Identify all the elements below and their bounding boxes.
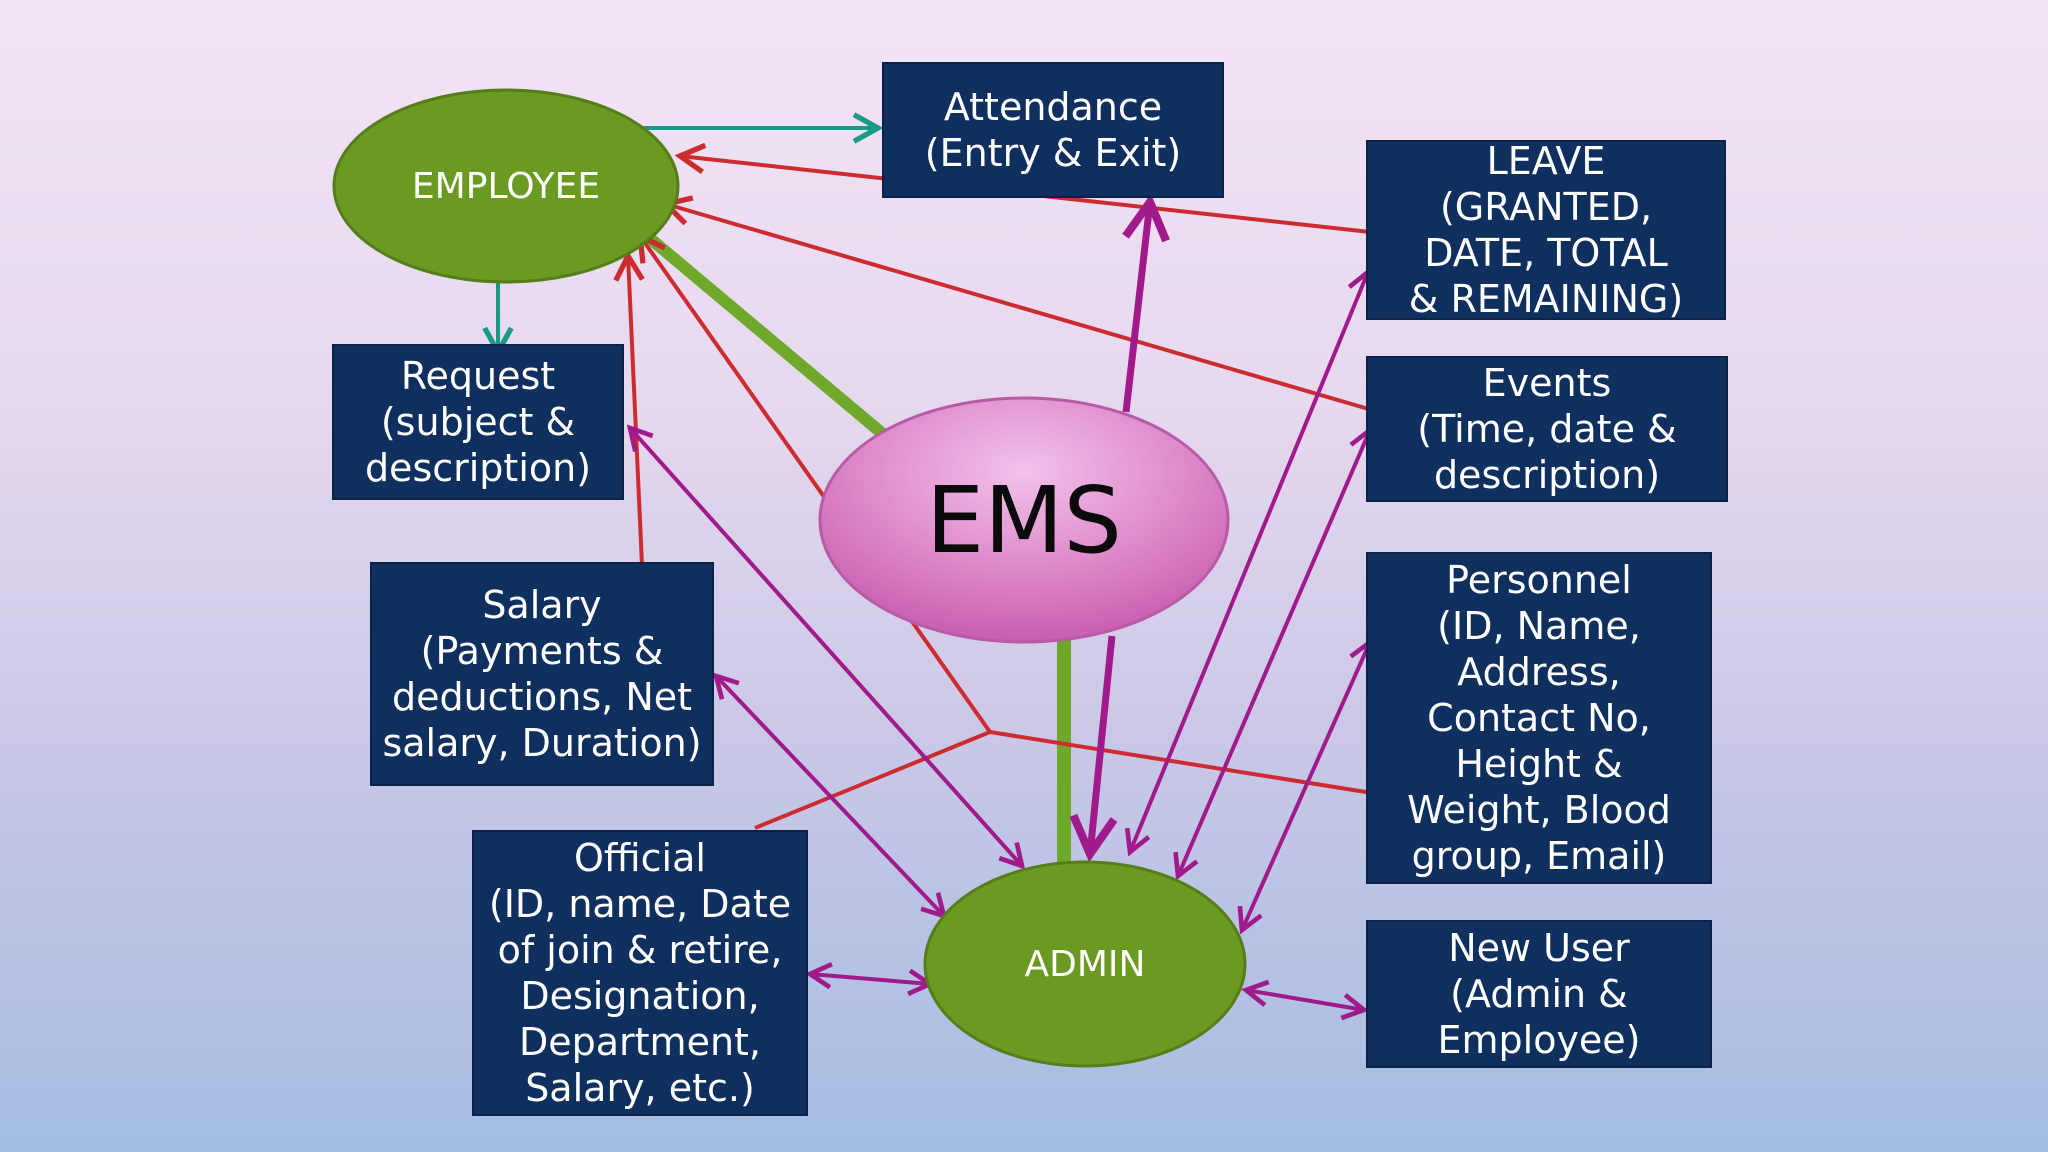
events-to-employee-arrow xyxy=(666,204,1373,412)
official-title: Official xyxy=(574,836,706,880)
official-line: Department, xyxy=(518,1020,762,1064)
admin-salary-arrow xyxy=(716,676,944,916)
leave-line: DATE, TOTAL xyxy=(1424,231,1668,275)
personnel-title: Personnel xyxy=(1446,558,1632,602)
admin-node xyxy=(923,860,1247,1068)
personnel-line: Address, xyxy=(1457,650,1621,694)
personnel-line: Weight, Blood xyxy=(1407,788,1671,832)
attendance-title: Attendance xyxy=(943,85,1163,129)
leave-box: LEAVE (GRANTED, DATE, TOTAL & REMAINING) xyxy=(1366,139,1726,321)
employee-label: EMPLOYEE xyxy=(411,165,601,207)
request-title: Request xyxy=(400,354,556,398)
official-line: of join & retire, xyxy=(497,928,783,972)
employee-ems-link xyxy=(636,225,894,445)
official-line: Designation, xyxy=(520,974,760,1018)
request-line: description) xyxy=(364,446,592,490)
admin-label: ADMIN xyxy=(1024,943,1146,985)
new-user-line: (Admin & xyxy=(1450,972,1628,1016)
personnel-box: Personnel (ID, Name, Address, Contact No… xyxy=(1366,552,1712,884)
leave-line: & REMAINING) xyxy=(1408,277,1684,321)
events-title: Events xyxy=(1482,361,1612,405)
events-box: Events (Time, date & description) xyxy=(1366,356,1728,502)
ems-label: EMS xyxy=(926,466,1122,574)
salary-line: (Payments & xyxy=(420,629,664,673)
attendance-box: Attendance (Entry & Exit) xyxy=(882,62,1224,198)
new-user-box: New User (Admin & Employee) xyxy=(1366,920,1712,1068)
personnel-line: Height & xyxy=(1455,742,1623,786)
personnel-line: Contact No, xyxy=(1427,696,1651,740)
ems-to-admin-arrow xyxy=(1090,635,1112,854)
admin-request-arrow xyxy=(630,428,1022,866)
official-line: (ID, name, Date xyxy=(488,882,792,926)
admin-official-arrow xyxy=(810,974,930,984)
salary-line: deductions, Net xyxy=(391,675,693,719)
leave-line: (GRANTED, xyxy=(1439,185,1653,229)
official-box: Official (ID, name, Date of join & retir… xyxy=(472,830,808,1116)
leave-title: LEAVE xyxy=(1486,139,1606,183)
official-line: Salary, etc.) xyxy=(525,1066,755,1110)
employee-node xyxy=(332,88,680,284)
personnel-line: (ID, Name, xyxy=(1437,604,1641,648)
events-line: (Time, date & xyxy=(1417,407,1677,451)
salary-title: Salary xyxy=(482,583,602,627)
admin-personnel-arrow xyxy=(1242,642,1370,930)
ems-node xyxy=(818,396,1230,644)
admin-to-attendance-arrow xyxy=(1126,202,1150,413)
request-box: Request (subject & description) xyxy=(332,344,624,500)
salary-box: Salary (Payments & deductions, Net salar… xyxy=(370,562,714,786)
personnel-line: group, Email) xyxy=(1411,834,1667,878)
attendance-detail: (Entry & Exit) xyxy=(924,131,1182,175)
events-line: description) xyxy=(1433,453,1661,497)
salary-line: salary, Duration) xyxy=(382,721,702,765)
admin-new-user-arrow xyxy=(1246,990,1364,1010)
request-line: (subject & xyxy=(380,400,576,444)
new-user-line: Employee) xyxy=(1437,1018,1641,1062)
salary-to-employee-arrow xyxy=(628,256,642,566)
new-user-title: New User xyxy=(1448,926,1630,970)
